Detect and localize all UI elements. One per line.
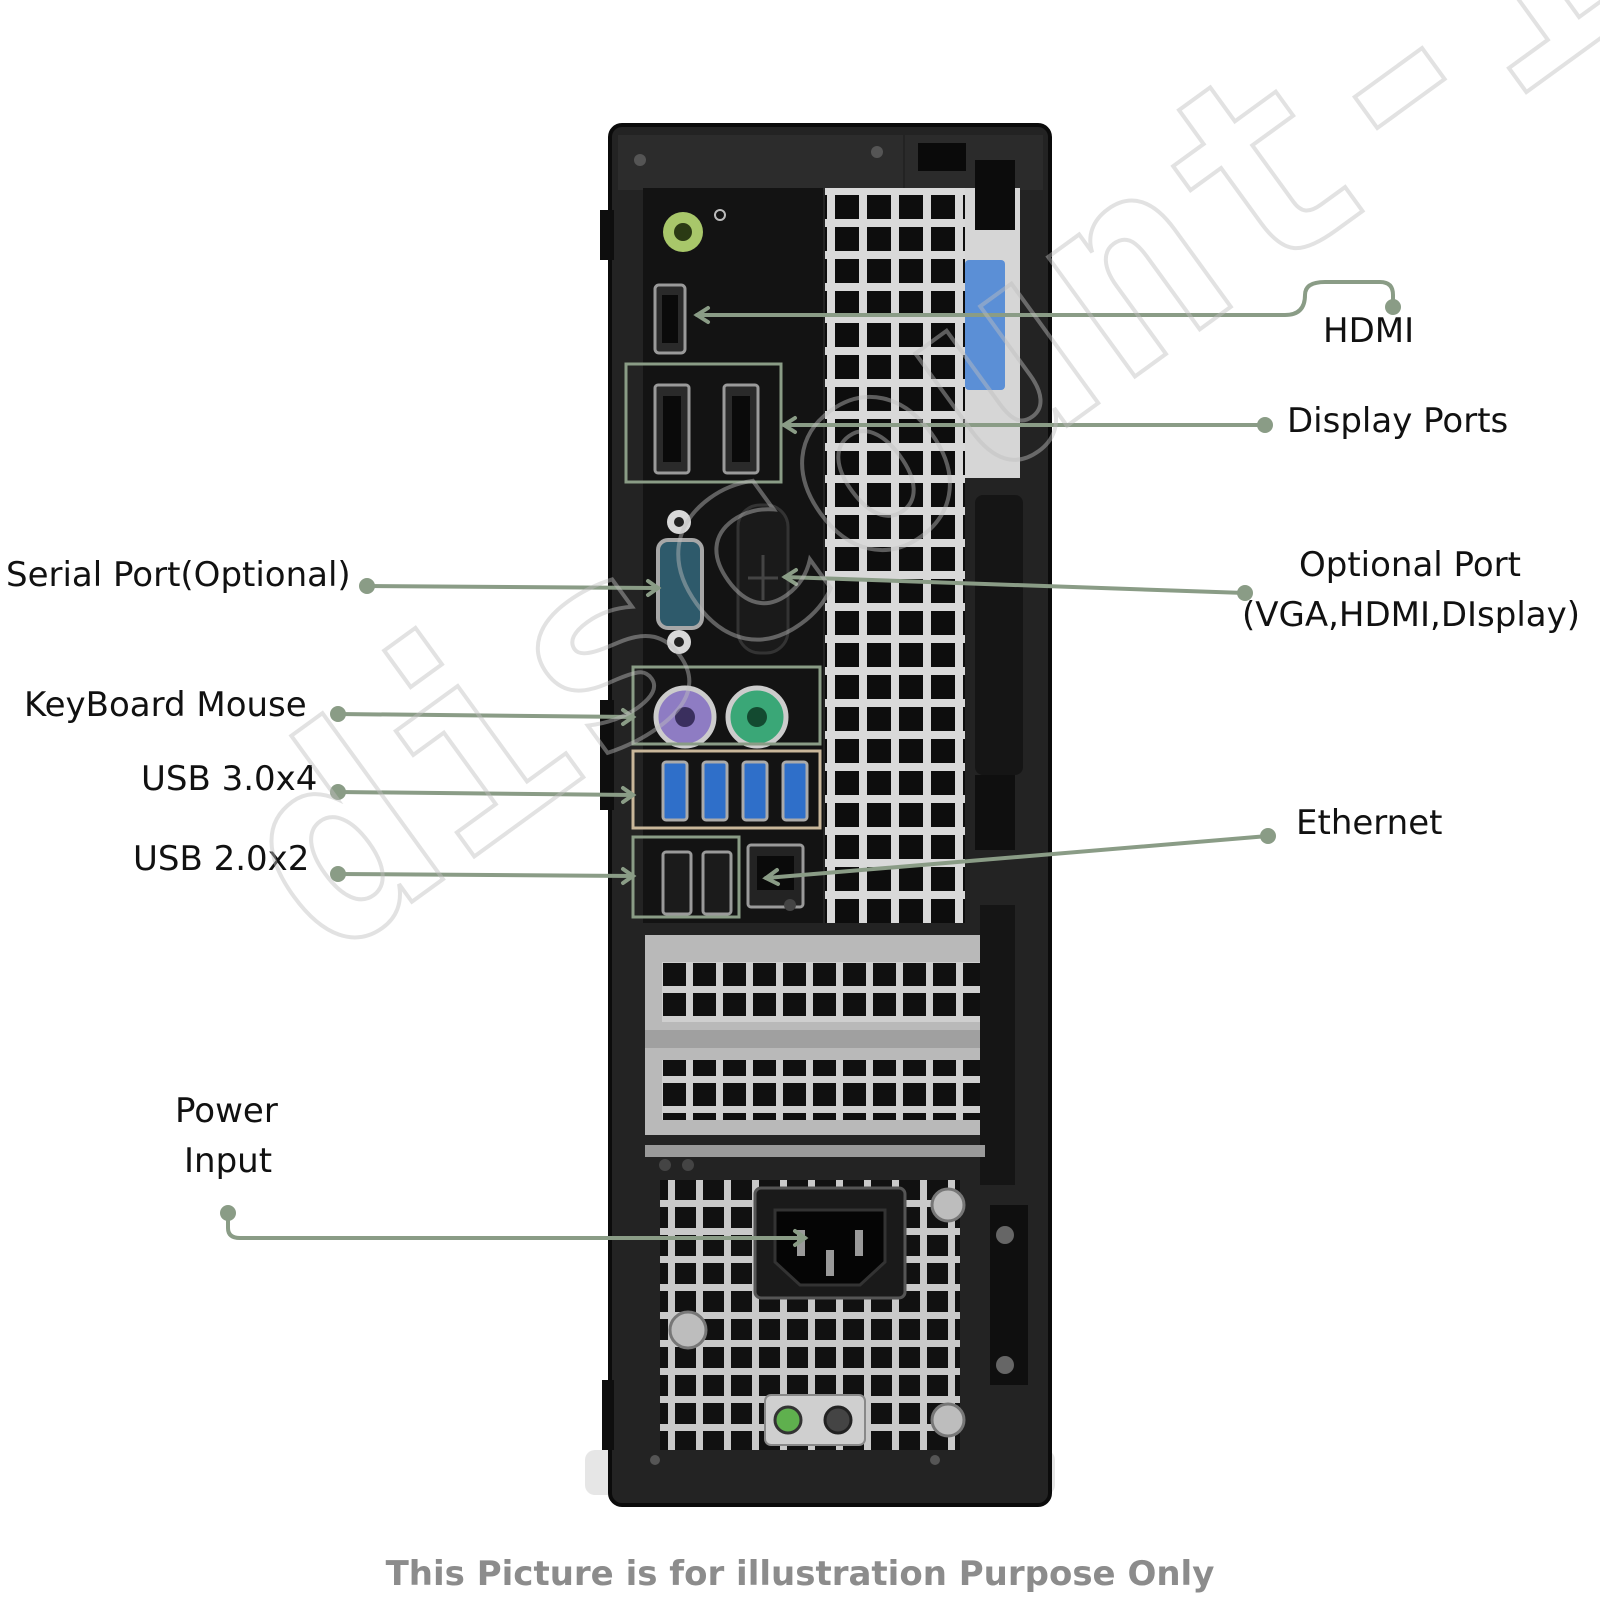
top-vent-grille [825,188,965,923]
usb2-port-1-icon[interactable] [661,850,693,916]
power-input-label: Power [175,1091,278,1131]
optional-port-sublabel: (VGA,HDMI,DIsplay) [1242,595,1581,635]
usb3-port-1-icon[interactable] [661,760,689,822]
usb3-label: USB 3.0x4 [141,759,318,799]
ps2-mouse-port-icon[interactable] [725,685,789,749]
psu-test-button-icon[interactable] [823,1405,853,1435]
display-port-2-icon[interactable] [722,383,760,475]
blue-latch-icon[interactable] [965,260,1005,390]
ethernet-label: Ethernet [1296,803,1443,843]
side-panel [965,160,1028,1385]
usb3-port-3-icon[interactable] [741,760,769,822]
callout-lines [220,280,1401,1247]
power-supply [645,1145,985,1465]
power-inlet-icon[interactable] [753,1186,907,1300]
display-port-1-icon[interactable] [653,383,691,475]
hdmi-label: HDMI [1323,311,1415,351]
optional-port-label: Optional Port [1299,545,1521,585]
hdmi-port-icon[interactable] [653,283,687,355]
usb2-label: USB 2.0x2 [133,839,310,879]
usb3-port-2-icon[interactable] [701,760,729,822]
psu-test-led-icon [773,1405,803,1435]
serial-port-icon[interactable] [656,510,704,654]
ps2-keyboard-port-icon[interactable] [653,685,717,749]
audio-jack-icon[interactable] [663,209,726,252]
illustration-caption: This Picture is for illustration Purpose… [385,1554,1215,1594]
usb2-port-2-icon[interactable] [701,850,733,916]
display-ports-label: Display Ports [1287,401,1509,441]
serial-port-label: Serial Port(Optional) [6,555,351,595]
expansion-slots [645,935,980,1135]
keyboard-mouse-label: KeyBoard Mouse [24,685,307,725]
power-input-sublabel: Input [184,1141,273,1181]
io-panel [643,188,823,923]
optional-port-blank-icon[interactable] [736,503,790,655]
usb3-port-4-icon[interactable] [781,760,809,822]
